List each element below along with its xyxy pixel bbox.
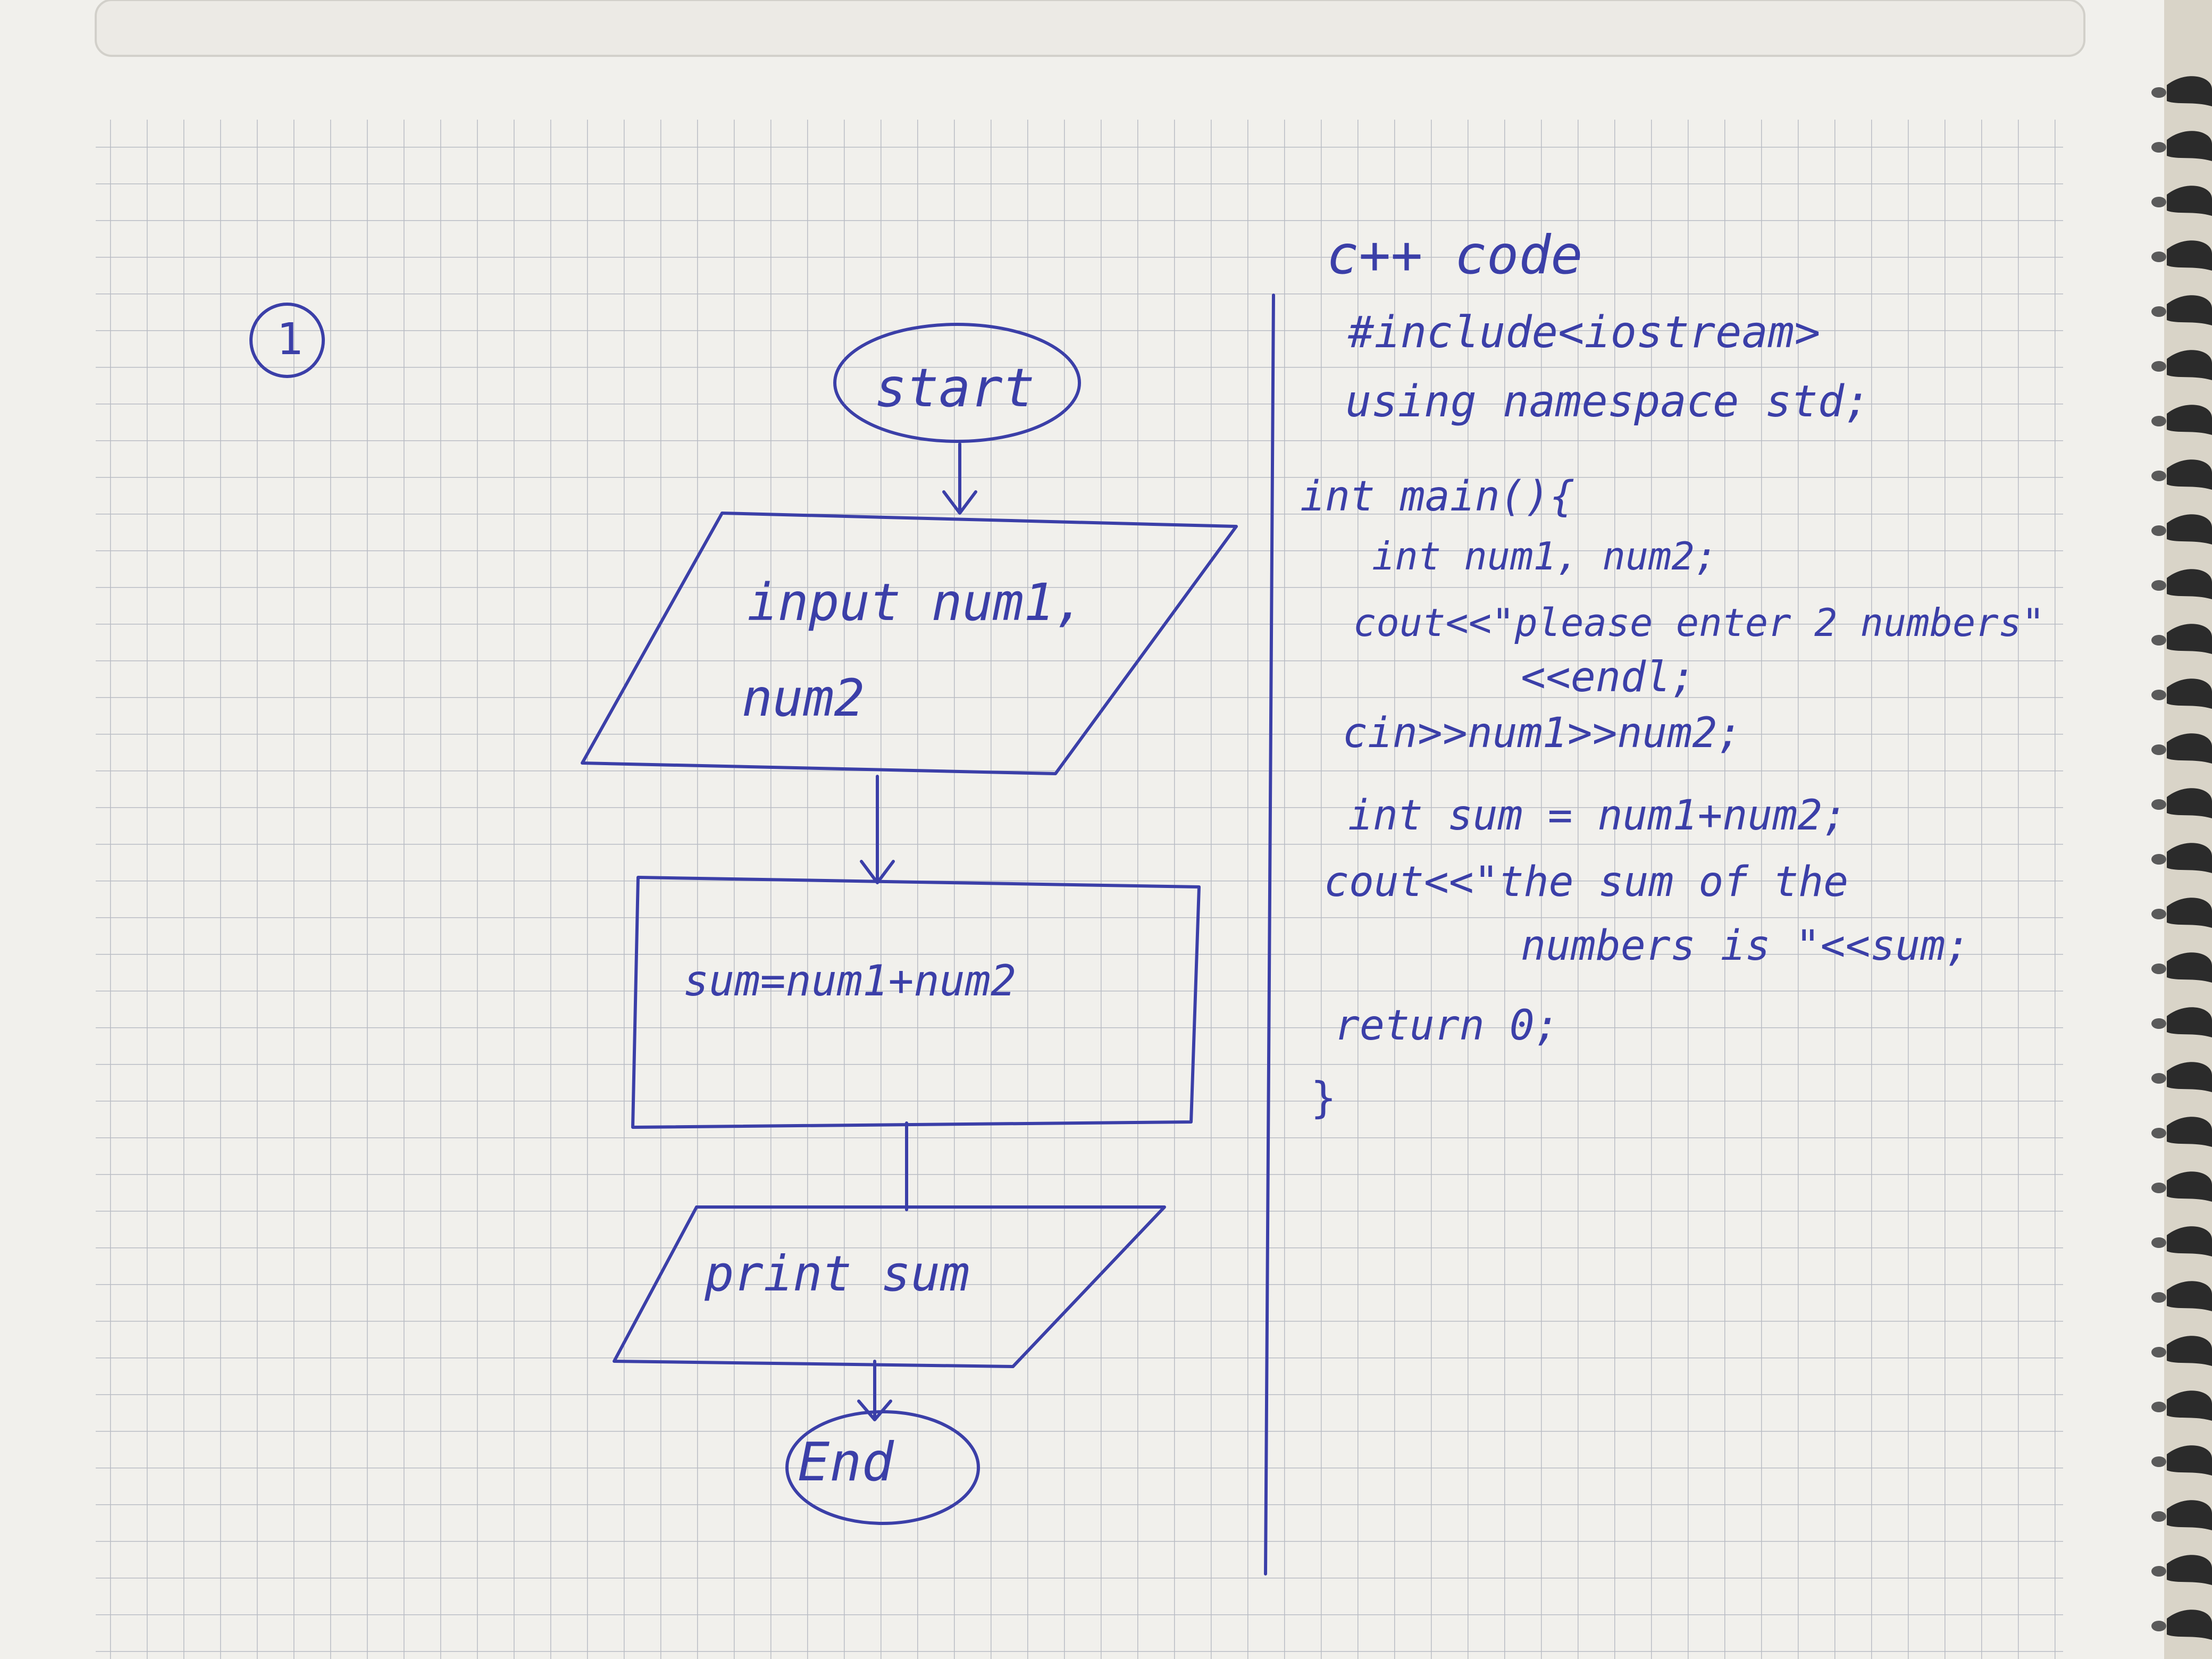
- binding-ring: [2167, 788, 2212, 818]
- binding-hole: [2151, 580, 2166, 591]
- binding-hole: [2151, 525, 2166, 536]
- output-label: print sum: [705, 1245, 970, 1302]
- binding-hole: [2151, 1018, 2166, 1029]
- binding-ring: [2167, 405, 2212, 435]
- binding-hole: [2151, 142, 2166, 153]
- binding-ring: [2167, 569, 2212, 599]
- code-line-prompt: cout<<"please enter 2 numbers": [1353, 600, 2045, 645]
- binding-hole: [2151, 1456, 2166, 1467]
- binding-ring: [2167, 733, 2212, 764]
- code-line-sum: int sum = num1+num2;: [1348, 792, 1848, 840]
- binding-hole: [2151, 799, 2166, 810]
- binding-ring: [2167, 350, 2212, 380]
- code-line-endl: <<endl;: [1521, 653, 1696, 701]
- binding-hole: [2151, 197, 2166, 207]
- binding-ring: [2167, 1610, 2212, 1640]
- code-line-declare: int num1, num2;: [1372, 534, 1718, 579]
- step-number: 1: [276, 314, 303, 365]
- binding-hole: [2151, 1402, 2166, 1412]
- step-number-circle: [249, 303, 325, 378]
- binding-hole: [2151, 1347, 2166, 1358]
- binding-ring: [2167, 76, 2212, 106]
- binding-ring: [2167, 624, 2212, 654]
- binding-ring: [2167, 1171, 2212, 1202]
- code-line-main: int main(){: [1300, 473, 1575, 521]
- binding-ring: [2167, 1117, 2212, 1147]
- binding-hole: [2151, 306, 2166, 317]
- end-terminator: [785, 1410, 980, 1525]
- process-rectangle: [631, 876, 1201, 1129]
- binding-ring: [2167, 843, 2212, 873]
- binding-ring: [2167, 186, 2212, 216]
- binding-ring: [2167, 240, 2212, 271]
- binding-ring: [2167, 1062, 2212, 1092]
- code-line-numbers: numbers is "<<sum;: [1521, 922, 1971, 970]
- binding-ring: [2167, 295, 2212, 325]
- binding-ring: [2167, 1445, 2212, 1476]
- binding-ring: [2167, 459, 2212, 490]
- binding-hole: [2151, 1073, 2166, 1084]
- code-line-close: }: [1311, 1073, 1337, 1122]
- spiral-binding: [2151, 76, 2212, 1640]
- input-parallelogram: [581, 512, 1238, 775]
- input-label-line1: input num1,: [747, 573, 1085, 632]
- binding-hole: [2151, 1511, 2166, 1522]
- binding-hole: [2151, 909, 2166, 919]
- binding-ring: [2167, 514, 2212, 544]
- binding-ring: [2167, 898, 2212, 928]
- binding-ring: [2167, 1390, 2212, 1421]
- binding-ring: [2167, 1226, 2212, 1256]
- arrow-start-to-input: [942, 442, 977, 515]
- binding-hole: [2151, 854, 2166, 865]
- binding-hole: [2151, 1128, 2166, 1138]
- binding-ring: [2167, 1336, 2212, 1366]
- input-label-line2: num2: [742, 668, 865, 728]
- binding-ring: [2167, 131, 2212, 161]
- binding-hole: [2151, 690, 2166, 700]
- binding-hole: [2151, 361, 2166, 372]
- code-line-cout-sum: cout<<"the sum of the: [1324, 858, 1849, 906]
- process-label: sum=num1+num2: [683, 956, 1017, 1006]
- binding-hole: [2151, 963, 2166, 974]
- start-label: start: [875, 357, 1035, 419]
- vertical-divider: [1264, 294, 1275, 1576]
- binding-hole: [2151, 1566, 2166, 1577]
- binding-hole: [2151, 87, 2166, 98]
- code-line-return: return 0;: [1335, 1002, 1560, 1050]
- binding-ring: [2167, 678, 2212, 709]
- binding-ring: [2167, 1555, 2212, 1585]
- code-heading: c++ code: [1327, 224, 1583, 286]
- output-parallelogram: [613, 1205, 1166, 1368]
- binding-hole: [2151, 1292, 2166, 1303]
- binding-hole: [2151, 744, 2166, 755]
- flowchart: [249, 294, 1275, 1576]
- binding-hole: [2151, 252, 2166, 262]
- end-label: End: [798, 1431, 894, 1493]
- binding-hole: [2151, 635, 2166, 646]
- binding-hole: [2151, 1183, 2166, 1193]
- code-line-cin: cin>>num1>>num2;: [1343, 709, 1742, 757]
- top-page-edge: [95, 0, 2085, 57]
- binding-ring: [2167, 952, 2212, 983]
- start-terminator: [833, 323, 1081, 443]
- binding-hole: [2151, 416, 2166, 426]
- arrow-output-to-end: [857, 1360, 892, 1421]
- code-line-include: #include<iostream>: [1348, 307, 1821, 358]
- binding-ring: [2167, 1281, 2212, 1311]
- binding-hole: [2151, 1621, 2166, 1631]
- binding-ring: [2167, 1007, 2212, 1037]
- code-line-using: using namespace std;: [1345, 376, 1871, 427]
- binding-hole: [2151, 471, 2166, 481]
- binding-hole: [2151, 1237, 2166, 1248]
- binding-ring: [2167, 1500, 2212, 1530]
